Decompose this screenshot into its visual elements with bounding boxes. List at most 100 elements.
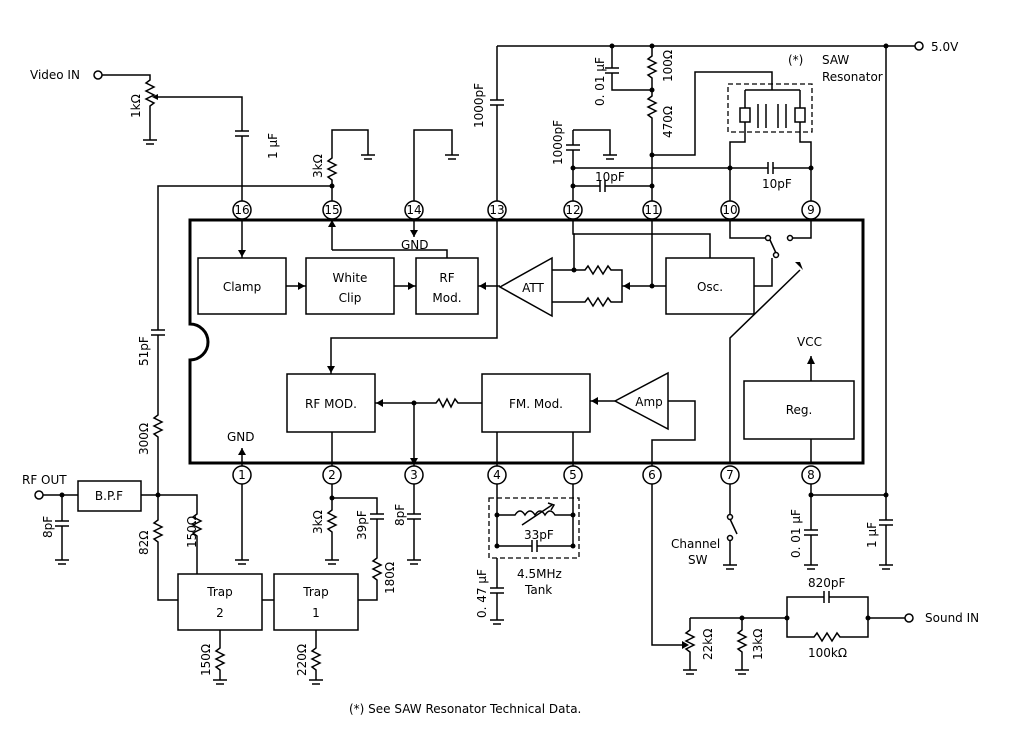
svg-text:15: 15 [324, 203, 339, 217]
block-rf-mod-big: RF MOD. [286, 373, 376, 433]
svg-text:SW: SW [688, 553, 708, 567]
pin-3: 3 [404, 465, 424, 485]
svg-text:22kΩ: 22kΩ [701, 629, 715, 660]
pin-9: 9 [801, 200, 821, 220]
svg-text:9: 9 [807, 203, 815, 217]
svg-text:Clip: Clip [339, 291, 362, 305]
pin-15: 15 [322, 200, 342, 220]
pin-6: 6 [642, 465, 662, 485]
svg-text:150Ω: 150Ω [199, 644, 213, 676]
svg-text:Reg.: Reg. [786, 403, 813, 417]
block-amp: Amp [613, 371, 669, 431]
svg-text:150Ω: 150Ω [185, 516, 199, 548]
svg-text:1: 1 [238, 468, 246, 482]
svg-text:ATT: ATT [522, 281, 544, 295]
bottom-pins: 1 2 3 4 5 6 7 8 [232, 465, 821, 485]
svg-text:2: 2 [328, 468, 336, 482]
external-bottom: 39pF 3kΩ 8pF 33pF 4.5MHz Tank 0. 47 μF 2… [235, 46, 979, 675]
svg-text:10pF: 10pF [595, 170, 625, 184]
svg-text:10pF: 10pF [762, 177, 792, 191]
svg-text:82Ω: 82Ω [137, 531, 151, 555]
svg-text:0. 01 μF: 0. 01 μF [593, 57, 607, 106]
ic-body [188, 218, 865, 465]
svg-text:RF MOD.: RF MOD. [305, 397, 357, 411]
svg-text:B.P.F: B.P.F [95, 489, 123, 503]
svg-text:1000pF: 1000pF [551, 120, 565, 165]
pin-2: 2 [322, 465, 342, 485]
svg-text:0. 01 μF: 0. 01 μF [789, 509, 803, 558]
svg-text:1: 1 [312, 606, 320, 620]
svg-text:11: 11 [644, 203, 659, 217]
svg-text:FM. Mod.: FM. Mod. [509, 397, 563, 411]
svg-text:1 μF: 1 μF [266, 133, 280, 159]
svg-text:180Ω: 180Ω [383, 562, 397, 594]
pin-14: 14 [404, 200, 424, 220]
top-pins: 16 15 14 13 12 11 10 9 [232, 200, 821, 220]
svg-text:Osc.: Osc. [697, 280, 723, 294]
vcc-label: VCC [797, 335, 822, 349]
svg-text:470Ω: 470Ω [661, 106, 675, 138]
svg-text:8pF: 8pF [41, 516, 55, 538]
pin-11: 11 [642, 200, 662, 220]
svg-text:33pF: 33pF [524, 528, 554, 542]
svg-text:Video IN: Video IN [30, 68, 80, 82]
svg-text:820pF: 820pF [808, 576, 846, 590]
block-osc: Osc. [665, 257, 755, 315]
pin-10: 10 [720, 200, 740, 220]
svg-text:8pF: 8pF [393, 504, 407, 526]
svg-text:SAW: SAW [822, 53, 849, 67]
svg-text:Trap: Trap [302, 585, 328, 599]
block-reg: Reg. [743, 380, 855, 440]
svg-text:RF: RF [439, 271, 454, 285]
svg-text:16: 16 [234, 203, 249, 217]
pin-5: 5 [563, 465, 583, 485]
svg-text:5: 5 [569, 468, 577, 482]
svg-text:Amp: Amp [635, 395, 663, 409]
svg-text:10: 10 [722, 203, 737, 217]
svg-text:12: 12 [565, 203, 580, 217]
pin-13: 13 [487, 200, 507, 220]
svg-text:6: 6 [648, 468, 656, 482]
gnd-label-bottom: GND [227, 430, 255, 444]
svg-text:13kΩ: 13kΩ [751, 629, 765, 660]
pin-4: 4 [487, 465, 507, 485]
svg-text:4: 4 [493, 468, 501, 482]
svg-text:White: White [333, 271, 368, 285]
external-top: 5.0V 1000pF 0. 01 μF 100Ω 470Ω (*) SAW R… [30, 40, 959, 330]
svg-text:Mod.: Mod. [432, 291, 461, 305]
svg-text:Trap: Trap [206, 585, 232, 599]
pin-7: 7 [720, 465, 740, 485]
svg-text:3: 3 [410, 468, 418, 482]
pin-8: 8 [801, 465, 821, 485]
svg-text:13: 13 [489, 203, 504, 217]
svg-text:Channel: Channel [671, 537, 720, 551]
block-white-clip: White Clip [305, 257, 395, 315]
svg-text:8: 8 [807, 468, 815, 482]
svg-text:Resonator: Resonator [822, 70, 883, 84]
svg-text:14: 14 [406, 203, 421, 217]
svg-text:RF OUT: RF OUT [22, 473, 67, 487]
internal-wiring [238, 219, 815, 466]
svg-text:Tank: Tank [524, 583, 552, 597]
svg-text:39pF: 39pF [355, 510, 369, 540]
svg-text:3kΩ: 3kΩ [311, 510, 325, 534]
block-clamp: Clamp [197, 257, 287, 315]
svg-text:7: 7 [726, 468, 734, 482]
pin-16: 16 [232, 200, 252, 220]
block-rf-mod: RF Mod. [415, 257, 479, 315]
svg-text:300Ω: 300Ω [137, 423, 151, 455]
svg-text:2: 2 [216, 606, 224, 620]
svg-text:100Ω: 100Ω [661, 50, 675, 82]
footnote: (*) See SAW Resonator Technical Data. [349, 702, 581, 716]
svg-text:5.0V: 5.0V [931, 40, 959, 54]
svg-text:1kΩ: 1kΩ [129, 94, 143, 118]
svg-text:4.5MHz: 4.5MHz [517, 567, 562, 581]
svg-text:220Ω: 220Ω [295, 644, 309, 676]
svg-text:Sound IN: Sound IN [925, 611, 979, 625]
block-fm-mod: FM. Mod. [481, 373, 591, 433]
pin-12: 12 [563, 200, 583, 220]
svg-text:Clamp: Clamp [223, 280, 261, 294]
block-att: ATT [498, 256, 553, 318]
svg-text:1000pF: 1000pF [472, 83, 486, 128]
